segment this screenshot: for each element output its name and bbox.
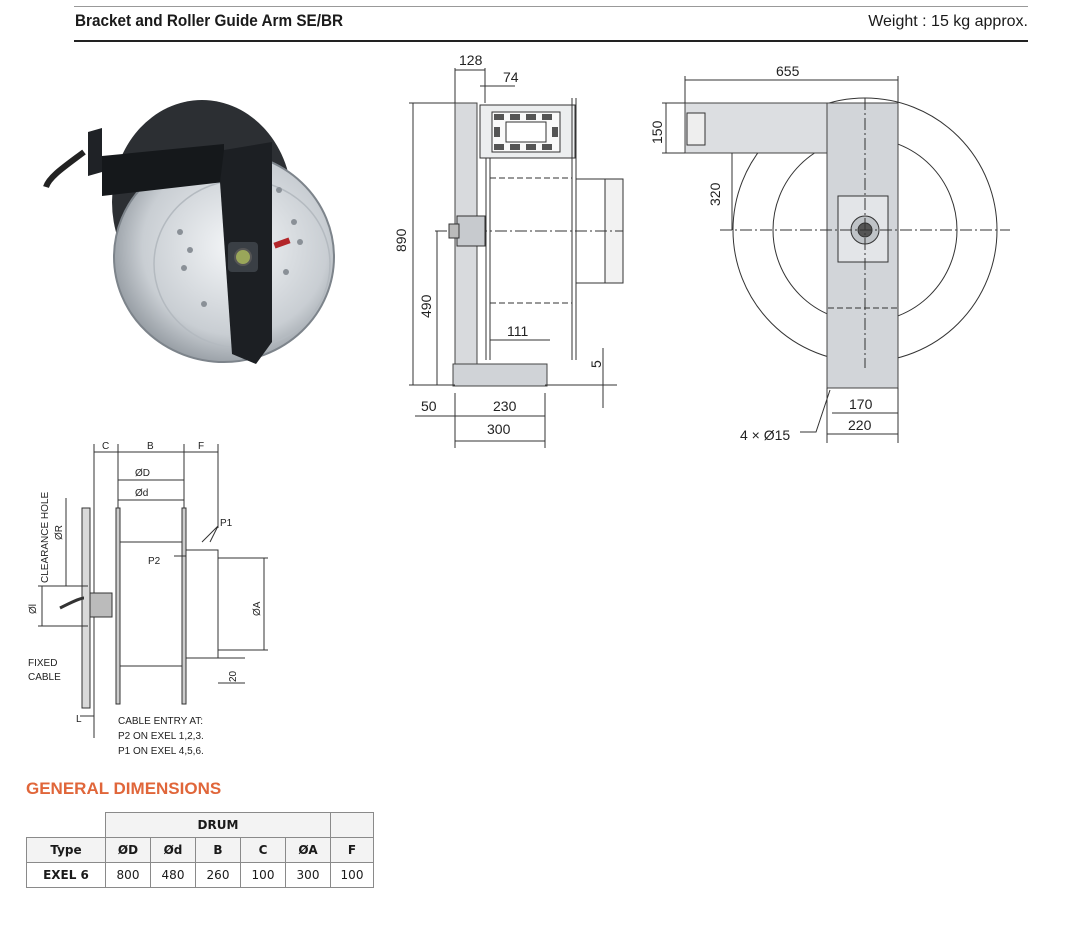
sch-label-cable: CABLE [28, 672, 61, 683]
drum-group-header: DRUM [105, 812, 331, 838]
cell-od: 800 [105, 862, 151, 888]
sch-note-line-3: P1 ON EXEL 4,5,6. [118, 746, 204, 757]
dim-111: 111 [507, 323, 528, 339]
dim-50: 50 [421, 398, 437, 414]
sch-label-20: 20 [228, 670, 239, 682]
col-c: C [240, 837, 286, 863]
cell-od-small: 480 [150, 862, 196, 888]
product-photo [43, 100, 335, 364]
dim-490: 490 [418, 294, 434, 318]
dimensions-table: DRUM Type ØD Ød B C ØA F EXEL 6 800 480 … [26, 812, 374, 888]
front-view-drawing: 655 150 320 170 220 4 × Ø15 [649, 63, 1010, 443]
dim-74: 74 [503, 69, 519, 85]
col-od: ØD [105, 837, 151, 863]
col-oa: ØA [285, 837, 331, 863]
dim-220: 220 [848, 417, 872, 433]
sch-label-od-small: Ød [135, 488, 148, 499]
dim-890: 890 [395, 228, 409, 252]
sch-label-clearance: CLEARANCE HOLE [40, 492, 51, 583]
sch-label-c: C [102, 441, 109, 452]
sch-label-f: F [198, 441, 204, 452]
weight-label: Weight : 15 kg approx. [868, 13, 1028, 30]
table-row: EXEL 6 800 480 260 100 300 100 [26, 862, 374, 888]
dim-320: 320 [707, 182, 723, 206]
cell-f: 100 [330, 862, 374, 888]
sch-label-od: ØD [135, 468, 150, 479]
header-rule-bottom [74, 40, 1028, 42]
sch-label-b: B [147, 441, 154, 452]
sch-label-fixed: FIXED [28, 658, 57, 669]
side-view-drawing: 128 74 890 490 111 5 50 230 300 [395, 52, 624, 448]
dim-128: 128 [459, 52, 483, 68]
schematic-drawing: C B F ØD Ød CLEARANCE HOLE ØR Øl P1 P2 Ø… [28, 441, 268, 757]
dim-holes: 4 × Ø15 [740, 427, 790, 443]
sch-label-or: ØR [54, 525, 65, 540]
dim-150: 150 [649, 120, 665, 144]
sch-label-p2: P2 [148, 556, 161, 567]
section-heading: GENERAL DIMENSIONS [26, 779, 222, 798]
col-od-small: Ød [150, 837, 196, 863]
sch-label-oa: ØA [252, 601, 263, 616]
dim-300: 300 [487, 421, 511, 437]
cell-c: 100 [240, 862, 286, 888]
header-rule-top [74, 6, 1028, 7]
sch-label-p1: P1 [220, 518, 233, 529]
dim-655: 655 [776, 63, 800, 79]
col-b: B [195, 837, 241, 863]
sch-note-line-2: P2 ON EXEL 1,2,3. [118, 731, 204, 742]
cell-b: 260 [195, 862, 241, 888]
sch-label-l: L [76, 714, 82, 725]
col-type: Type [26, 837, 106, 863]
sch-label-oi: Øl [28, 604, 39, 614]
dim-5: 5 [588, 360, 604, 368]
cell-oa: 300 [285, 862, 331, 888]
sch-note-line-1: CABLE ENTRY AT: [118, 716, 203, 727]
dim-230: 230 [493, 398, 517, 414]
dim-170: 170 [849, 396, 873, 412]
col-f: F [330, 837, 374, 863]
page-title: Bracket and Roller Guide Arm SE/BR [75, 11, 344, 30]
cell-type: EXEL 6 [26, 862, 106, 888]
